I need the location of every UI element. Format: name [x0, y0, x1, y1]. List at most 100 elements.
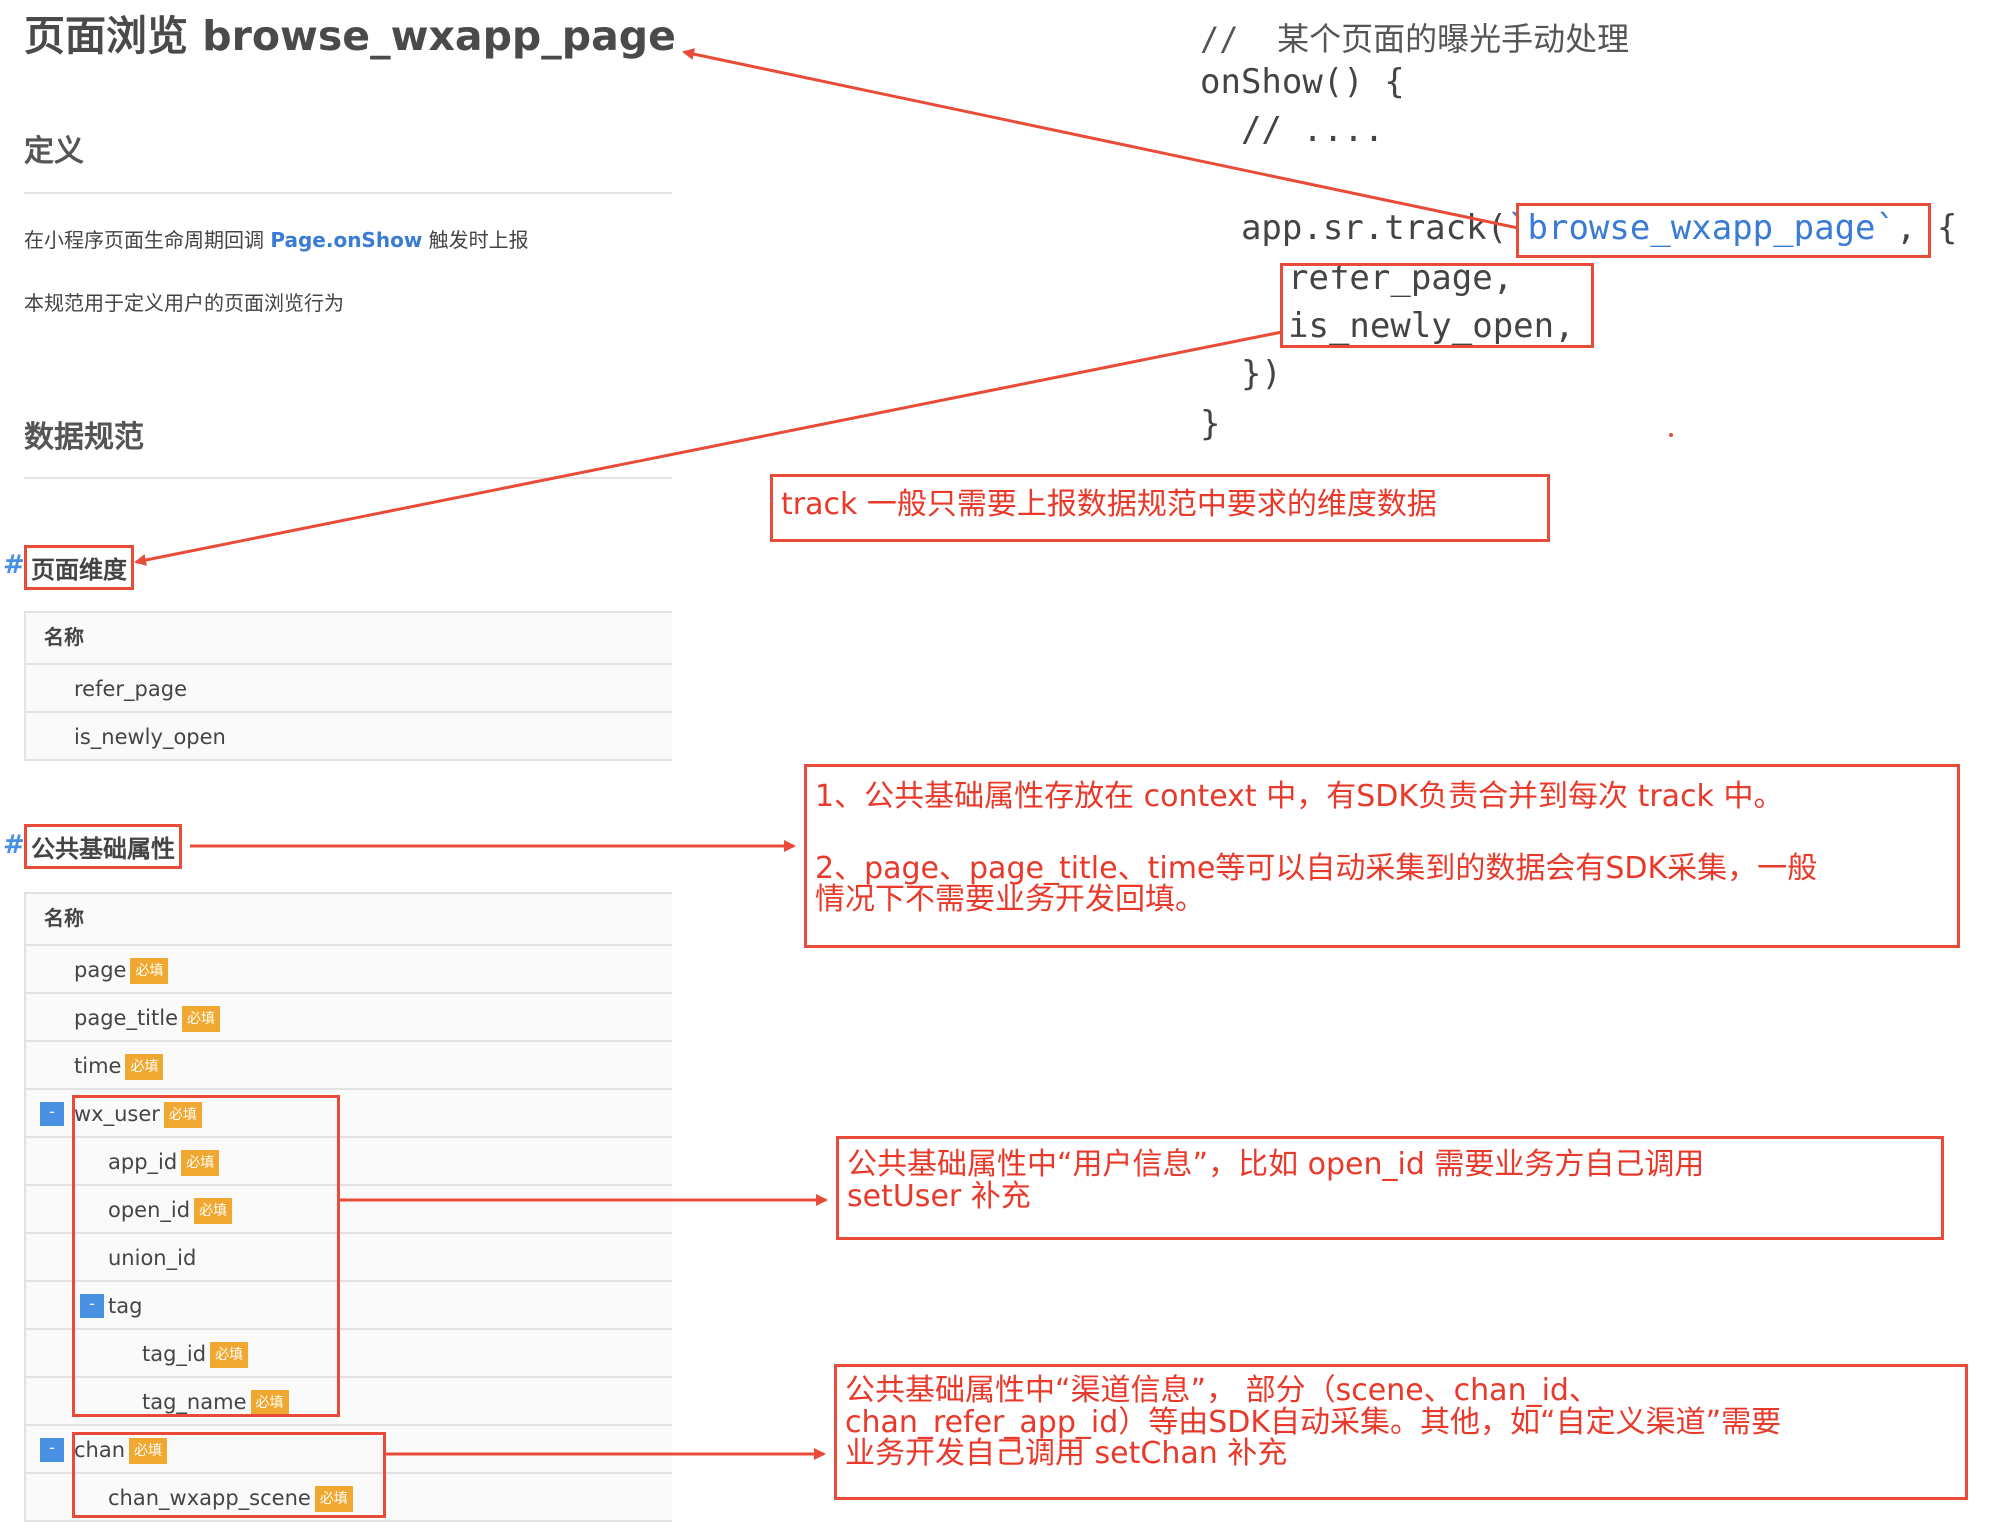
event-name-highlight-box — [1516, 203, 1931, 258]
required-badge: 必填 — [182, 1006, 221, 1032]
divider — [24, 192, 672, 194]
table-header: 名称 — [24, 894, 672, 946]
required-badge: 必填 — [181, 1150, 220, 1176]
context-annotation: 1、公共基础属性存放在 context 中，有SDK负责合并到每次 track … — [804, 764, 1960, 948]
chan-highlight-box — [72, 1432, 386, 1518]
event-name-literal: `browse_wxapp_page` — [1507, 208, 1896, 248]
table-row: is_newly_open — [24, 713, 672, 761]
dims-highlight-box — [1280, 263, 1594, 348]
field-name: page_title — [74, 1006, 179, 1030]
required-badge: 必填 — [125, 1054, 164, 1080]
field-name: tag_id — [142, 1342, 207, 1366]
required-badge: 必填 — [314, 1486, 353, 1512]
field-name: open_id — [108, 1198, 191, 1222]
collapse-toggle[interactable]: - — [40, 1438, 64, 1462]
field-name: refer_page — [74, 677, 187, 701]
required-badge: 必填 — [129, 1438, 168, 1464]
column-name-header: 名称 — [44, 906, 84, 930]
scope-paragraph: 本规范用于定义用户的页面浏览行为 — [24, 291, 344, 315]
page-dims-heading: 页面维度 — [24, 545, 134, 590]
field-name: is_newly_open — [74, 725, 226, 749]
track-annotation: track 一般只需要上报数据规范中要求的维度数据 — [770, 474, 1550, 542]
field-name: tag_name — [142, 1390, 247, 1414]
anchor-hash[interactable]: # — [3, 830, 25, 860]
stray-dot — [1669, 433, 1673, 437]
anchor-hash[interactable]: # — [3, 550, 25, 580]
annotation-text: track 一般只需要上报数据规范中要求的维度数据 — [781, 487, 1437, 522]
required-badge: 必填 — [250, 1390, 289, 1416]
annotation-text: 业务开发自己调用 setChan 补充 — [845, 1436, 1288, 1471]
arrow-dims-to-page-dims — [134, 330, 1283, 566]
field-name: union_id — [108, 1246, 197, 1270]
column-name-header: 名称 — [44, 625, 84, 649]
code-comment: // 某个页面的曝光手动处理 — [1200, 20, 1630, 58]
table-header: 名称 — [24, 613, 672, 665]
code-text: app.sr.track( — [1200, 208, 1508, 248]
page-dims-table: 名称 refer_page is_newly_open — [24, 611, 672, 761]
annotation-text: setUser 补充 — [847, 1178, 1031, 1214]
page-onshow-link[interactable]: Page.onShow — [270, 228, 423, 252]
table-row: -tag — [24, 1282, 672, 1330]
required-badge: 必填 — [130, 958, 169, 984]
page-title: 页面浏览 browse_wxapp_page — [24, 12, 676, 60]
collapse-toggle[interactable]: - — [80, 1294, 104, 1318]
arrow-event-to-title — [682, 48, 1519, 230]
code-line: is_newly_open, — [1288, 306, 1575, 346]
para-text: 触发时上报 — [422, 228, 529, 252]
wx-user-highlight-box — [72, 1095, 340, 1417]
annotation-text: 1、公共基础属性存放在 context 中，有SDK负责合并到每次 track … — [815, 779, 1784, 814]
field-name: chan_wxapp_scene — [108, 1486, 311, 1510]
para-text: 在小程序页面生命周期回调 — [24, 228, 271, 252]
definition-heading: 定义 — [24, 134, 84, 169]
code-line: onShow() { — [1200, 62, 1405, 102]
field-name: page — [74, 958, 127, 982]
table-row: union_id — [24, 1234, 672, 1282]
field-name: chan — [74, 1438, 126, 1462]
annotation-text: 2、page、page_title、time等可以自动采集到的数据会有SDK采集… — [815, 850, 1818, 886]
code-track-line: app.sr.track(`browse_wxapp_page`, { — [1200, 208, 1957, 248]
required-badge: 必填 — [194, 1198, 233, 1224]
required-badge: 必填 — [163, 1102, 202, 1128]
channel-info-annotation: 公共基础属性中“渠道信息”， 部分（scene、chan_id、 chan_re… — [834, 1364, 1968, 1500]
table-row: refer_page — [24, 665, 672, 713]
field-name: app_id — [108, 1150, 178, 1174]
annotation-text: chan_refer_app_id）等由SDK自动采集。其他，如“自定义渠道”需… — [845, 1404, 1782, 1440]
collapse-toggle[interactable]: - — [40, 1102, 64, 1126]
divider — [24, 477, 672, 479]
code-line: } — [1200, 404, 1221, 444]
annotation-text: 公共基础属性中“渠道信息”， 部分（scene、chan_id、 — [845, 1373, 1599, 1408]
definition-paragraph: 在小程序页面生命周期回调 Page.onShow 触发时上报 — [24, 224, 529, 253]
code-text: , { — [1895, 208, 1958, 248]
annotation-text: 公共基础属性中“用户信息”，比如 open_id 需要业务方自己调用 — [847, 1147, 1705, 1182]
field-name: tag — [108, 1294, 143, 1318]
document-panel: 页面浏览 browse_wxapp_page 定义 在小程序页面生命周期回调 P… — [0, 0, 676, 1522]
field-name: wx_user — [74, 1102, 160, 1126]
common-props-heading: 公共基础属性 — [24, 824, 182, 869]
code-line: // .... — [1200, 110, 1385, 150]
code-line: }) — [1200, 354, 1282, 394]
spec-heading: 数据规范 — [24, 420, 144, 455]
required-badge: 必填 — [210, 1342, 249, 1368]
